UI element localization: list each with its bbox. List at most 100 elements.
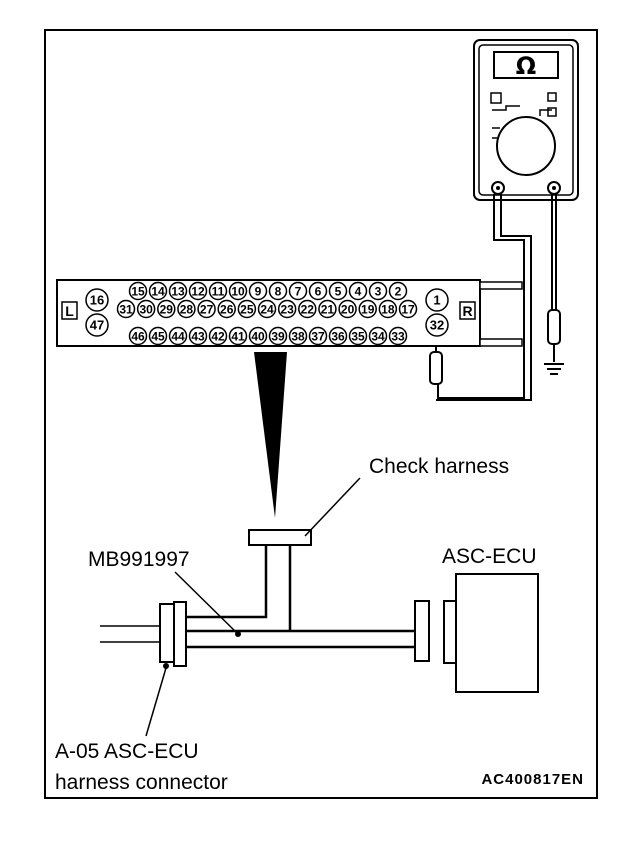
pin-number: 16 <box>90 293 104 308</box>
leader-dot-mb <box>235 631 241 637</box>
pin-number: 42 <box>211 330 225 344</box>
pin-number: 47 <box>90 318 104 333</box>
connector-pin-11: 11 <box>208 281 228 301</box>
meter-display <box>493 51 559 79</box>
connector-pin-29: 29 <box>157 299 176 319</box>
pin-number: 17 <box>401 303 415 317</box>
connector-pin-43: 43 <box>188 326 208 346</box>
pin-number: 4 <box>355 285 362 299</box>
label-connector-line1: A-05 ASC-ECU <box>55 740 199 763</box>
ohmmeter: Ω <box>473 39 579 201</box>
connector-pin-30: 30 <box>136 299 156 319</box>
pin-number: 28 <box>180 303 194 317</box>
pin-number: 35 <box>351 330 365 344</box>
connector-pin-38: 38 <box>288 326 308 346</box>
connector-pin-25: 25 <box>237 299 257 319</box>
connector-pin-36: 36 <box>328 326 348 346</box>
pin-number: 21 <box>321 303 335 317</box>
connector-pin-28: 28 <box>177 299 196 319</box>
pin-number: 2 <box>395 285 402 299</box>
pin-number: 33 <box>391 330 405 344</box>
connector-pin-35: 35 <box>348 326 368 346</box>
pin-number: 1 <box>433 293 440 308</box>
pin-number: 46 <box>131 330 145 344</box>
side-label-right: R <box>462 303 472 319</box>
connector-pin-46: 46 <box>128 326 148 346</box>
connector-pin-37: 37 <box>308 326 328 346</box>
pin-number: 34 <box>371 330 385 344</box>
connector-pin-4: 4 <box>348 281 368 301</box>
pin-number: 39 <box>271 330 285 344</box>
pin-number: 36 <box>331 330 345 344</box>
label-asc-ecu: ASC-ECU <box>442 545 537 568</box>
pin-number: 8 <box>275 285 282 299</box>
connector-pin-26: 26 <box>217 299 236 319</box>
connector-pin-2: 2 <box>388 281 408 301</box>
connector-pin-8: 8 <box>268 281 288 301</box>
connector-pin-21: 21 <box>318 299 337 319</box>
pin-number: 45 <box>151 330 165 344</box>
connector-pin-24: 24 <box>257 299 277 319</box>
connector-pin-15: 15 <box>128 281 148 301</box>
leader-dot-connector <box>163 663 169 669</box>
connector-pin-12: 12 <box>188 281 208 301</box>
pin-number: 18 <box>381 303 395 317</box>
connector-pin-44: 44 <box>168 326 188 346</box>
pin-number: 26 <box>220 303 234 317</box>
connector-pin-27: 27 <box>197 299 216 319</box>
pin-number: 7 <box>295 285 302 299</box>
pin-number: 9 <box>255 285 262 299</box>
pin-number: 29 <box>160 303 174 317</box>
pin-number: 40 <box>251 330 265 344</box>
pin-number: 15 <box>131 285 145 299</box>
connector-pin-10: 10 <box>228 281 248 301</box>
connector-pin-23: 23 <box>277 299 297 319</box>
pin-probe <box>429 336 443 385</box>
connector-pin-1: 1 <box>425 288 449 312</box>
pin-number: 20 <box>341 303 355 317</box>
check-harness <box>100 529 430 667</box>
pin-number: 14 <box>151 285 165 299</box>
label-check-harness: Check harness <box>369 455 509 478</box>
connector-pin-13: 13 <box>168 281 188 301</box>
connector-pin-17: 17 <box>398 299 418 319</box>
label-mb991997: MB991997 <box>88 548 190 571</box>
pin-number: 30 <box>139 303 153 317</box>
view-pointer-wedge <box>254 352 287 518</box>
connector-pin-19: 19 <box>358 299 377 319</box>
pin-number: 37 <box>311 330 325 344</box>
leader-lines <box>145 477 361 737</box>
test-leads <box>436 194 557 401</box>
pin-number: 32 <box>430 318 444 333</box>
connector-pin-42: 42 <box>208 326 228 346</box>
connector-pin-41: 41 <box>228 326 248 346</box>
pin-number: 11 <box>212 285 225 299</box>
pin-number: 31 <box>119 303 133 317</box>
connector-pin-7: 7 <box>288 281 308 301</box>
pin-number: 5 <box>335 285 342 299</box>
pin-number: 22 <box>301 303 315 317</box>
connector-pin-32: 32 <box>425 313 449 337</box>
connector-pin-47: 47 <box>85 313 109 337</box>
meter-dial-knob <box>496 116 556 176</box>
pin-number: 27 <box>200 303 214 317</box>
connector-pin-40: 40 <box>248 326 268 346</box>
ground-icon <box>544 363 564 375</box>
harness-connector-a05 <box>159 603 175 663</box>
check-harness-plug <box>248 529 312 546</box>
asc-ecu-unit <box>443 573 539 693</box>
label-connector-line2: harness connector <box>55 771 228 794</box>
pin-number: 3 <box>375 285 382 299</box>
pin-number: 43 <box>191 330 205 344</box>
connector-pin-45: 45 <box>148 326 168 346</box>
connector-pin-3: 3 <box>368 281 388 301</box>
connector-pin-39: 39 <box>268 326 288 346</box>
connector-pin-22: 22 <box>298 299 317 319</box>
pin-number: 6 <box>315 285 322 299</box>
pin-number: 25 <box>240 303 254 317</box>
connector-pin-31: 31 <box>116 299 136 319</box>
connector-pin-5: 5 <box>328 281 348 301</box>
